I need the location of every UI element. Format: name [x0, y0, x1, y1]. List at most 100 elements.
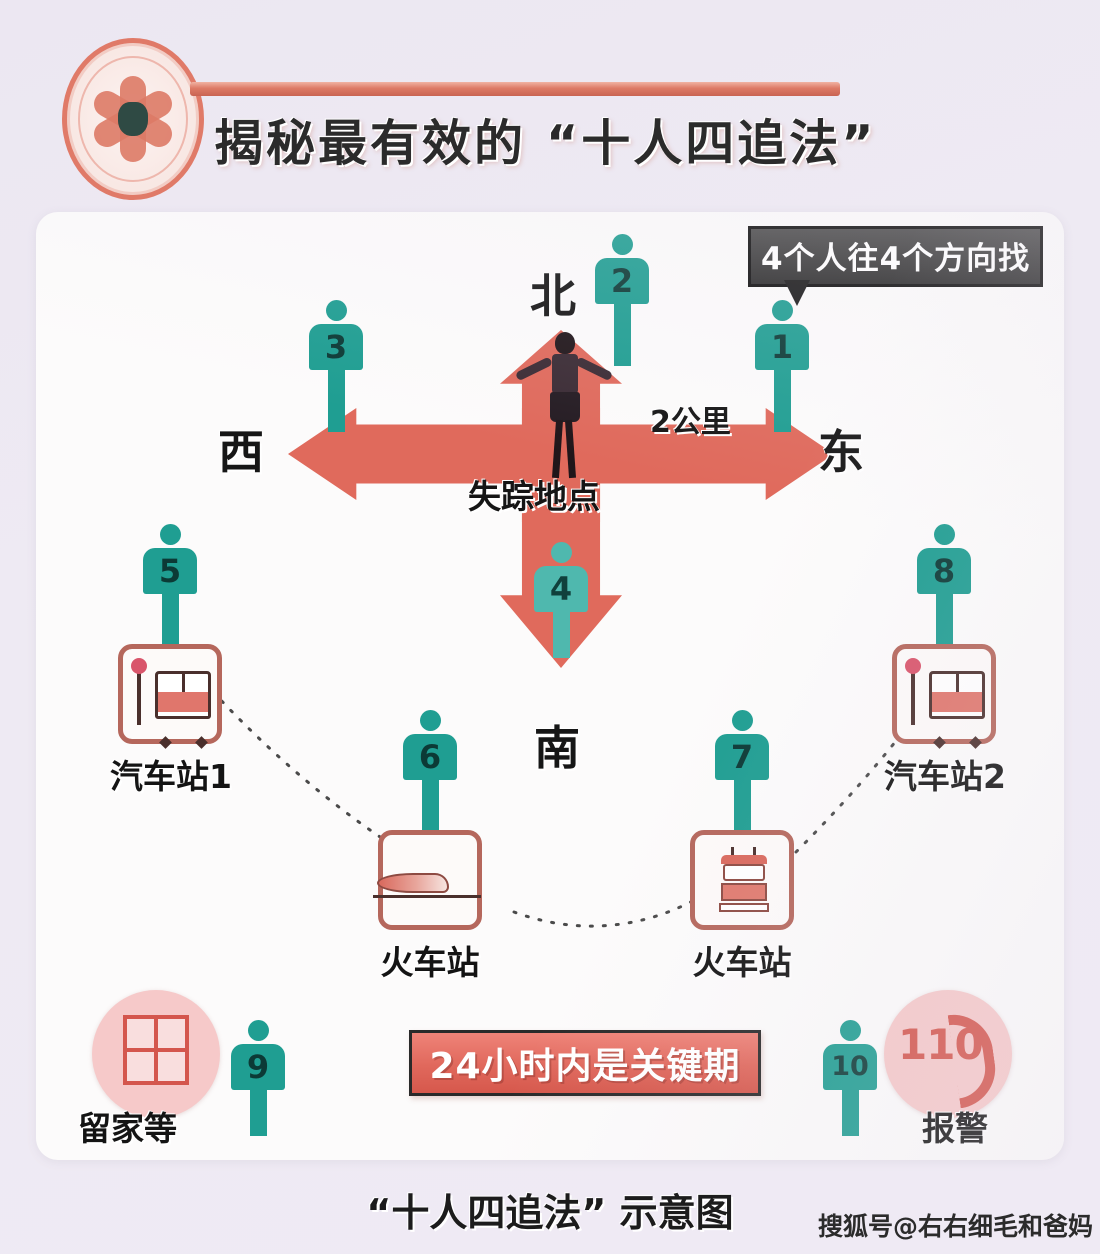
seal-inner-ring: [78, 56, 188, 182]
person-marker-6: 6: [402, 710, 458, 832]
page-title: 揭秘最有效的 “十人四追法”: [214, 115, 877, 172]
person-leg: [935, 594, 953, 646]
person-marker-2: 2: [594, 234, 650, 366]
person-marker-4: 4: [532, 542, 590, 658]
station-bus-1[interactable]: 汽车站1: [110, 644, 232, 798]
flower-seal-icon: [62, 38, 204, 200]
callout-4-directions: 4个人往4个方向找: [748, 226, 1044, 287]
person-head: [550, 542, 572, 563]
station-label: 火车站: [380, 943, 480, 982]
diagram-card: 4 失踪地点 2公里 北 东 西 南 2 1 3 4个人往4个方向找: [36, 212, 1064, 1160]
header-banner: 揭秘最有效的 “十人四追法”: [0, 0, 1100, 200]
bus-wheel-right: [969, 736, 982, 749]
callout-tail: [784, 280, 810, 306]
hsr-shape: [373, 871, 481, 898]
call-police-label: 报警: [922, 1109, 988, 1148]
train-antenna-left: [731, 847, 734, 856]
person-number: 3: [309, 324, 363, 370]
seal-flower-shape: [89, 76, 177, 162]
person-leg: [421, 780, 439, 832]
person-number: 4: [534, 566, 588, 612]
high-speed-train-icon: [373, 830, 482, 930]
person-leg: [733, 780, 751, 832]
station-label: 汽车站2: [884, 757, 1006, 796]
bus-icon: [892, 644, 996, 749]
bus-stop-pole: [131, 658, 147, 725]
person-number: 9: [231, 1044, 285, 1090]
train-base: [719, 903, 769, 912]
hsr-nose: [377, 873, 449, 893]
train-front-shape: [717, 847, 771, 925]
person-marker-10: 10: [822, 1020, 878, 1136]
train-window: [723, 864, 765, 881]
person-number: 2: [595, 258, 649, 304]
bus-body: [929, 671, 985, 719]
bus-body: [155, 671, 211, 719]
train-front-icon: [690, 830, 794, 930]
direction-label-east: 东: [818, 425, 864, 479]
person-head: [839, 1020, 861, 1041]
silhouette-head: [555, 332, 575, 354]
person-leg: [552, 612, 570, 658]
person-head: [247, 1020, 269, 1041]
callout-text: 4个人往4个方向找: [761, 241, 1031, 277]
banner-text: 24小时内是关键期: [429, 1046, 741, 1087]
bus-wheel-right: [195, 736, 208, 749]
person-head: [419, 710, 441, 731]
person-number: 10: [823, 1044, 877, 1090]
person-number: 7: [715, 734, 769, 780]
person-leg: [327, 370, 345, 432]
bus-stop-pole: [905, 658, 921, 725]
train-body: [721, 883, 767, 901]
person-head: [159, 524, 181, 545]
station-bus-2[interactable]: 汽车站2: [884, 644, 1006, 798]
direction-label-north: 北: [530, 269, 576, 323]
person-marker-1: 1: [754, 300, 810, 432]
person-leg: [841, 1090, 859, 1136]
station-label: 汽车站1: [110, 757, 232, 796]
person-head: [731, 710, 753, 731]
direction-label-west: 西: [218, 425, 264, 479]
person-head: [325, 300, 347, 321]
person-number: 5: [143, 548, 197, 594]
figure-caption: “十人四追法” 示意图: [366, 1191, 734, 1235]
bus-wheel-left: [933, 736, 946, 749]
direction-label-south: 南: [534, 721, 580, 775]
missing-location-label: 失踪地点: [468, 477, 600, 516]
person-number: 6: [403, 734, 457, 780]
train-antenna-right: [753, 847, 756, 856]
station-label: 火车站: [692, 943, 792, 982]
train-roof: [721, 855, 767, 864]
stay-home-label: 留家等: [78, 1109, 177, 1148]
telephone-handset-icon: 110: [884, 990, 1012, 1118]
station-train-left[interactable]: 火车站: [370, 830, 490, 984]
person-leg: [613, 304, 631, 366]
hsr-rail: [373, 895, 481, 898]
person-number: 1: [755, 324, 809, 370]
person-head: [611, 234, 633, 255]
bus-icon: [118, 644, 222, 749]
police-number: 110: [898, 1020, 984, 1069]
house-window-shape: [123, 1015, 189, 1086]
person-number: 8: [917, 548, 971, 594]
critical-period-banner: 24小时内是关键期: [409, 1030, 761, 1096]
handset-shape: [947, 1009, 1001, 1109]
person-leg: [773, 370, 791, 432]
house-window-icon: [92, 990, 220, 1118]
person-marker-8: 8: [916, 524, 972, 646]
seal-core: [118, 102, 148, 136]
person-marker-3: 3: [308, 300, 364, 432]
distance-label: 2公里: [650, 405, 731, 440]
silhouette-shorts: [550, 392, 580, 422]
watermark: 搜狐号@右右细毛和爸妈: [818, 1212, 1094, 1241]
header-accent-bar: [190, 82, 840, 96]
person-marker-5: 5: [142, 524, 198, 646]
person-marker-7: 7: [714, 710, 770, 832]
person-marker-9: 9: [230, 1020, 286, 1136]
person-leg: [161, 594, 179, 646]
bus-wheel-left: [159, 736, 172, 749]
silhouette-torso: [552, 354, 578, 394]
person-head: [933, 524, 955, 545]
person-leg: [249, 1090, 267, 1136]
station-train-right[interactable]: 火车站: [682, 830, 802, 984]
